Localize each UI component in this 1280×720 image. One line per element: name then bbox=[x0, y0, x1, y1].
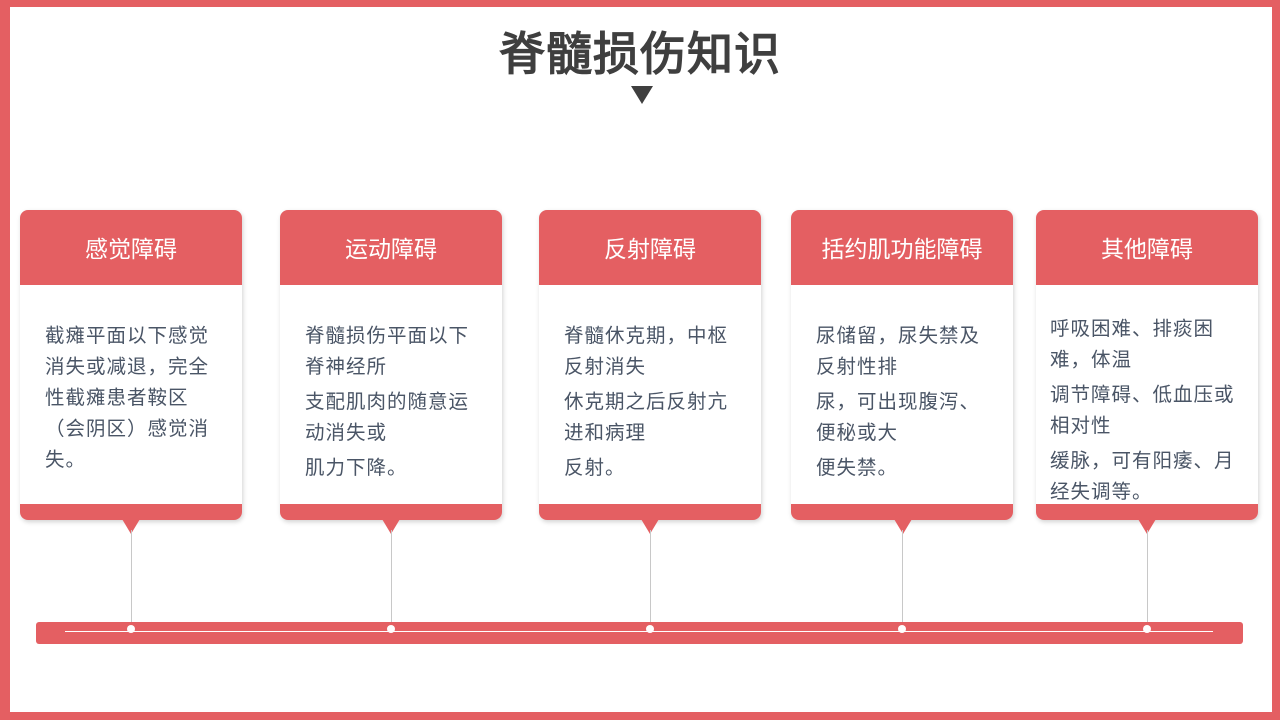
pointer-icon bbox=[122, 519, 140, 534]
card-other: 其他障碍 呼吸困难、排痰困难，体温 调节障碍、低血压或相对性 缓脉，可有阳痿、月… bbox=[1036, 210, 1258, 534]
timeline-dot bbox=[1143, 625, 1151, 633]
card-footer bbox=[280, 504, 502, 520]
card-paragraph: 脊髓休克期，中枢反射消失 bbox=[564, 324, 729, 378]
timeline-dot bbox=[646, 625, 654, 633]
card-paragraph: 呼吸困难、排痰困难，体温 bbox=[1050, 317, 1215, 371]
card-paragraph: 截瘫平面以下感觉消失或减退，完全性截瘫患者鞍区（会阴区）感觉消失。 bbox=[45, 324, 210, 471]
card-heading: 运动障碍 bbox=[280, 210, 502, 285]
connector-line bbox=[902, 530, 903, 626]
card-heading: 其他障碍 bbox=[1036, 210, 1258, 285]
card-heading: 括约肌功能障碍 bbox=[791, 210, 1013, 285]
card-footer bbox=[539, 504, 761, 520]
card-body: 脊髓损伤平面以下脊神经所 支配肌肉的随意运动消失或 肌力下降。 bbox=[305, 320, 488, 487]
card-body: 尿储留，尿失禁及反射性排 尿，可出现腹泻、便秘或大 便失禁。 bbox=[816, 320, 999, 487]
card-reflex: 反射障碍 脊髓休克期，中枢反射消失 休克期之后反射亢进和病理 反射。 bbox=[539, 210, 761, 534]
timeline-dot bbox=[898, 625, 906, 633]
connector-line bbox=[650, 530, 651, 626]
connector-line bbox=[391, 530, 392, 626]
pointer-icon bbox=[894, 519, 912, 534]
card-footer bbox=[1036, 504, 1258, 520]
connector-line bbox=[1147, 530, 1148, 626]
pointer-icon bbox=[1138, 519, 1156, 534]
card-heading: 感觉障碍 bbox=[20, 210, 242, 285]
card-paragraph: 支配肌肉的随意运动消失或 bbox=[305, 390, 470, 444]
card-paragraph: 肌力下降。 bbox=[305, 456, 408, 479]
connector-line bbox=[131, 530, 132, 626]
card-body: 呼吸困难、排痰困难，体温 调节障碍、低血压或相对性 缓脉，可有阳痿、月经失调等。 bbox=[1050, 313, 1252, 511]
card-sphincter: 括约肌功能障碍 尿储留，尿失禁及反射性排 尿，可出现腹泻、便秘或大 便失禁。 bbox=[791, 210, 1013, 534]
card-body: 截瘫平面以下感觉消失或减退，完全性截瘫患者鞍区（会阴区）感觉消失。 bbox=[45, 320, 228, 479]
timeline-bar bbox=[36, 622, 1243, 644]
card-paragraph: 脊髓损伤平面以下脊神经所 bbox=[305, 324, 470, 378]
pointer-icon bbox=[641, 519, 659, 534]
card-paragraph: 缓脉，可有阳痿、月经失调等。 bbox=[1050, 449, 1235, 503]
timeline-dot bbox=[387, 625, 395, 633]
card-paragraph: 尿储留，尿失禁及反射性排 bbox=[816, 324, 981, 378]
card-footer bbox=[791, 504, 1013, 520]
card-motor: 运动障碍 脊髓损伤平面以下脊神经所 支配肌肉的随意运动消失或 肌力下降。 bbox=[280, 210, 502, 534]
card-sensory: 感觉障碍 截瘫平面以下感觉消失或减退，完全性截瘫患者鞍区（会阴区）感觉消失。 bbox=[20, 210, 242, 534]
timeline-line bbox=[65, 631, 1213, 632]
card-paragraph: 尿，可出现腹泻、便秘或大 bbox=[816, 390, 981, 444]
pointer-icon bbox=[382, 519, 400, 534]
card-body: 脊髓休克期，中枢反射消失 休克期之后反射亢进和病理 反射。 bbox=[564, 320, 747, 487]
down-arrow-icon bbox=[631, 86, 653, 104]
card-footer bbox=[20, 504, 242, 520]
card-paragraph: 休克期之后反射亢进和病理 bbox=[564, 390, 729, 444]
card-heading: 反射障碍 bbox=[539, 210, 761, 285]
page-title: 脊髓损伤知识 bbox=[499, 27, 781, 81]
card-paragraph: 调节障碍、低血压或相对性 bbox=[1050, 383, 1235, 437]
timeline-dot bbox=[127, 625, 135, 633]
card-paragraph: 反射。 bbox=[564, 456, 626, 479]
card-paragraph: 便失禁。 bbox=[816, 456, 899, 479]
